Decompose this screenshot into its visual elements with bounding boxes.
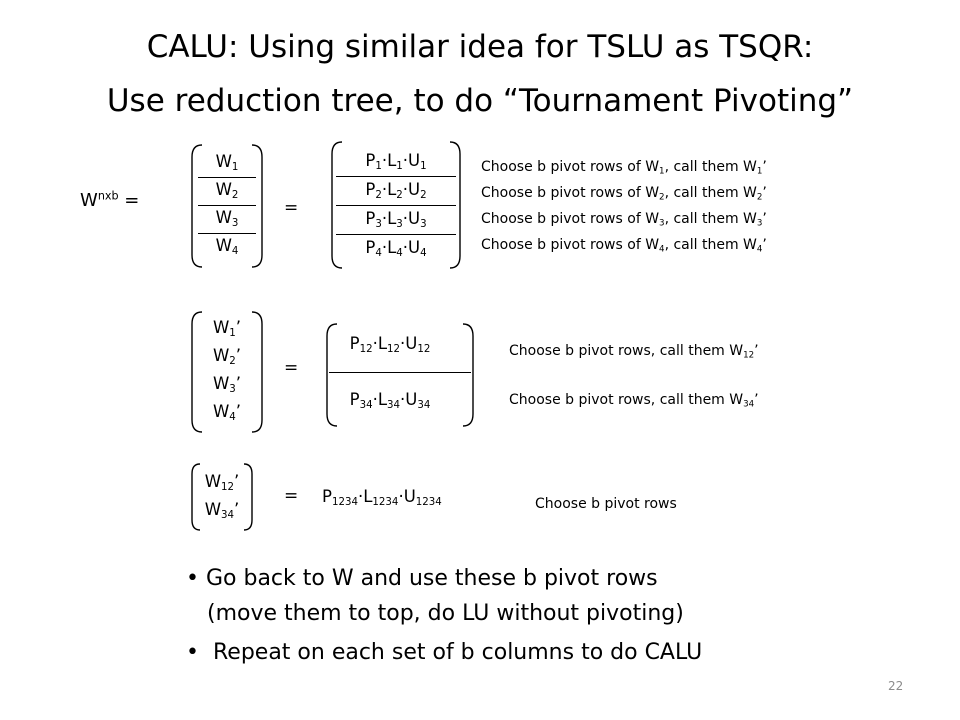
matrix-brackets [191,311,263,433]
plu-factor-2: P2·L2·U2 [365,180,427,202]
pivot-note-12: Choose b pivot rows, call them W12’ [509,343,759,361]
pivot-note-final: Choose b pivot rows [535,496,677,512]
pivot-note-3: Choose b pivot rows of W3, call them W3’ [481,211,767,229]
row-divider [198,233,256,234]
plu-factor-1: P1·L1·U1 [365,151,427,173]
equals-sign: = [284,358,299,378]
bullet-1: • Go back to W and use these b pivot row… [186,566,658,591]
w-final-matrix: W12’ W34’ [190,462,254,532]
w-prime-block-2: W2’ [212,346,242,368]
row-divider [329,372,471,373]
row-divider [336,176,456,177]
w-block-4: W4 [215,236,239,258]
plu-factor-3: P3·L3·U3 [365,209,427,231]
plu-factor-4: P4·L4·U4 [365,238,427,260]
matrix-brackets [191,144,263,268]
w-block-3: W3 [215,208,239,230]
pivot-note-2: Choose b pivot rows of W2, call them W2’ [481,185,767,203]
row-divider [198,205,256,206]
plu-factor-matrix: P1·L1·U1 P2·L2·U2 P3·L3·U3 P4·L4·U4 [330,140,462,270]
row-divider [198,177,256,178]
matrix-brackets [326,323,474,427]
bullet-1-continuation: (move them to top, do LU without pivotin… [207,601,684,626]
matrix-brackets [191,463,253,531]
w-prime-block-1: W1’ [212,318,242,340]
pivot-note-4: Choose b pivot rows of W4, call them W4’ [481,237,767,255]
w-prime-block-3: W3’ [212,374,242,396]
matrix-brackets [331,141,461,269]
slide-title-line-1: CALU: Using similar idea for TSLU as TSQ… [146,29,814,65]
bullet-2: • Repeat on each set of b columns to do … [186,640,703,665]
row-divider [336,234,456,235]
slide-number: 22 [888,679,904,693]
slide-title-line-2: Use reduction tree, to do “Tournament Pi… [106,83,854,119]
equals-sign: = [284,198,299,218]
w-prime-matrix: W1’ W2’ W3’ W4’ [190,310,264,434]
plu-factor-12: P12·L12·U12 [349,334,431,356]
w-prime-block-34: W34’ [204,500,240,522]
plu-factor-1234: P1234·L1234·U1234 [322,487,442,509]
row-divider [336,205,456,206]
equals-sign: = [284,486,299,506]
w-block-1: W1 [215,152,239,174]
plu-factor-matrix-level-2: P12·L12·U12 P34·L34·U34 [325,322,475,428]
w-block-2: W2 [215,180,239,202]
pivot-note-34: Choose b pivot rows, call them W34’ [509,392,759,410]
w-nxb-label: Wnxb = [80,189,140,211]
pivot-note-1: Choose b pivot rows of W1, call them W1’ [481,159,767,177]
w-prime-block-12: W12’ [204,472,240,494]
plu-factor-34: P34·L34·U34 [349,390,431,412]
w-block-matrix: W1 W2 W3 W4 [190,143,264,269]
w-prime-block-4: W4’ [212,402,242,424]
